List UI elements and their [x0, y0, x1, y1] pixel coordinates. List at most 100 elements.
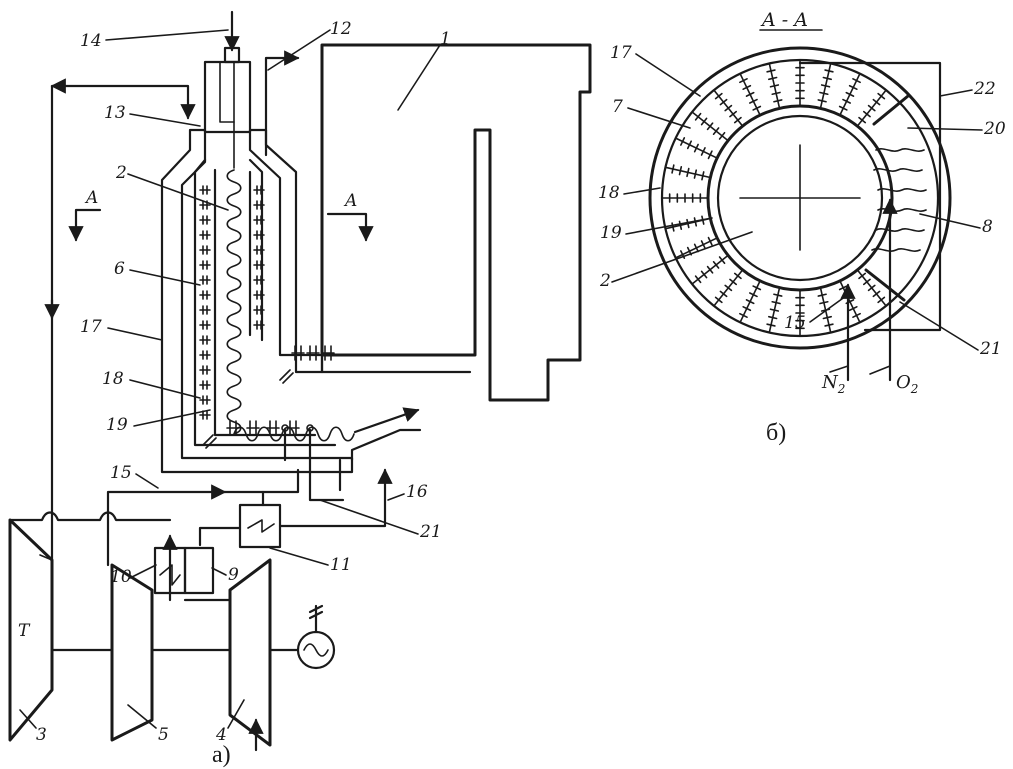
fin-tick [867, 284, 876, 292]
label-b-2: 2 [599, 271, 611, 291]
fin-tick [773, 293, 783, 297]
fin-tick [686, 218, 690, 229]
turbine-4 [228, 558, 272, 747]
label-1: 1 [440, 29, 451, 49]
fin-tick [769, 84, 780, 88]
fin-tick [817, 99, 827, 103]
label-A-right: A [343, 191, 357, 211]
divider-21 [864, 268, 906, 302]
fin-tick [749, 292, 758, 298]
section-mark-left [68, 208, 102, 242]
fin-tick [729, 110, 738, 118]
label-b-21: 21 [979, 339, 1002, 359]
circulation-loop-left [52, 86, 190, 562]
core-2 [716, 114, 884, 282]
filter-9 [183, 546, 215, 595]
coil-spiral-vertical [226, 169, 242, 435]
line-15 [106, 484, 227, 567]
fin-tick [817, 293, 827, 297]
gas-n2: N2 [821, 372, 845, 396]
outer-ring-17 [648, 46, 952, 350]
fin-tick [769, 308, 780, 312]
fin-tick [824, 323, 834, 327]
fin-tick [745, 91, 755, 97]
label-b-19: 19 [600, 223, 622, 243]
fin-tick [824, 69, 834, 73]
fin-tick [680, 137, 686, 146]
line-16 [278, 468, 393, 528]
fin-tick [858, 116, 867, 124]
core-cross [739, 144, 861, 251]
label-15: 15 [110, 463, 132, 483]
fin-tick [719, 98, 728, 106]
fin-tick [694, 112, 702, 121]
label-10: 10 [110, 567, 132, 587]
label-4: 4 [215, 725, 227, 745]
fin-tick [671, 164, 675, 174]
caption-b: б) [766, 420, 786, 446]
fin-marks-bottom [202, 345, 335, 449]
fin-tick [820, 84, 831, 88]
fin-tick [822, 76, 832, 81]
caption-a: а) [212, 742, 231, 768]
label-12: 12 [330, 19, 352, 39]
fin-tick [773, 99, 783, 103]
fin-tick [771, 91, 781, 96]
divider-20 [872, 94, 910, 126]
fin-tick [766, 69, 776, 73]
fin-tick [707, 150, 713, 160]
furnace-1-outline [320, 43, 592, 402]
label-14: 14 [80, 31, 102, 51]
fin-tick [877, 92, 886, 100]
fin-tick [733, 272, 742, 280]
fin-tick [852, 312, 861, 318]
label-2: 2 [115, 163, 127, 183]
fin-tick [686, 167, 690, 178]
fin-tick [742, 84, 752, 91]
fin-tick [858, 272, 867, 280]
fin-tick [872, 290, 881, 298]
fin-tick [671, 222, 675, 232]
fin-tick [842, 98, 851, 104]
fin-tick [768, 76, 778, 81]
section-title: A - A [760, 9, 808, 31]
label-5: 5 [158, 725, 169, 745]
coil-spiral-horizontal [233, 426, 355, 442]
central-coil-2 [226, 121, 420, 442]
fin-tick [714, 92, 723, 100]
fin-tick [694, 275, 702, 284]
label-11: 11 [330, 555, 352, 575]
outlet-12-line [264, 50, 300, 157]
fin-tick [852, 78, 861, 84]
furnace-1-channel [320, 353, 472, 374]
fin-tick [712, 260, 720, 269]
label-A-left: A [84, 188, 98, 208]
fin-tick [822, 315, 832, 320]
label-18: 18 [102, 369, 124, 389]
fin-tick [686, 140, 693, 150]
fin-tick [739, 312, 748, 318]
label-b-7: 7 [612, 97, 623, 117]
label-b-8: 8 [982, 217, 993, 237]
label-T: T [18, 621, 31, 641]
fin-marks-left [199, 185, 211, 420]
fin-tick [749, 98, 758, 104]
heat-exchanger-11 [238, 503, 282, 549]
label-13: 13 [104, 103, 126, 123]
fin-marks-right [253, 185, 265, 330]
fin-tick [678, 166, 683, 176]
fin-tick [678, 220, 683, 230]
fin-tick [867, 104, 876, 112]
fin-tick [766, 323, 776, 327]
fin-tick [724, 284, 733, 292]
fin-tick [700, 240, 706, 249]
fin-tick [733, 116, 742, 124]
furnace-outlet-duct [338, 428, 422, 492]
fin-tick [700, 147, 706, 156]
label-b-17: 17 [610, 43, 632, 63]
fin-tick [719, 290, 728, 298]
fin-tick [706, 122, 714, 131]
fin-tick [872, 98, 881, 106]
